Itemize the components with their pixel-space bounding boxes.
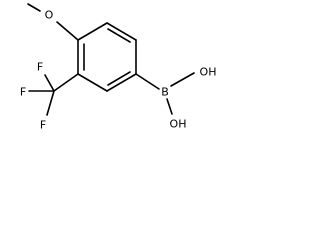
ring-b-bond: [135, 73, 160, 90]
methyl-bond: [27, 3, 41, 12]
atom-label-hydroxyl-bottom: OH: [170, 118, 187, 131]
cf-bond-top: [44, 74, 55, 92]
benzene-ring: [77, 22, 137, 92]
methoxy-group: [27, 3, 79, 41]
o-ring-bond: [56, 21, 79, 41]
b-oh-top-bond: [170, 72, 195, 87]
molecular-structure: O B OH OH F F F: [20, 3, 217, 132]
ring-bond-1: [77, 22, 108, 41]
atom-label-fluorine-top: F: [37, 61, 43, 74]
cf-bond-bottom: [46, 90, 55, 116]
atom-label-hydroxyl-top: OH: [200, 66, 217, 79]
ring-double-bond-2: [107, 71, 131, 86]
atom-label-boron: B: [161, 86, 169, 99]
ring-bond-4: [106, 73, 137, 92]
ring-bond-2: [106, 22, 137, 41]
trifluoromethyl-group: [28, 73, 79, 116]
atom-label-fluorine-bottom: F: [40, 119, 46, 132]
cf3-ring-bond: [53, 73, 79, 92]
b-oh-bottom-bond: [166, 98, 173, 115]
boronic-acid-group: [135, 72, 195, 115]
atom-label-methoxy-o: O: [45, 9, 54, 22]
ring-bond-5: [77, 73, 108, 92]
atom-label-fluorine-left: F: [20, 86, 26, 99]
ring-double-bond-1: [107, 28, 131, 43]
